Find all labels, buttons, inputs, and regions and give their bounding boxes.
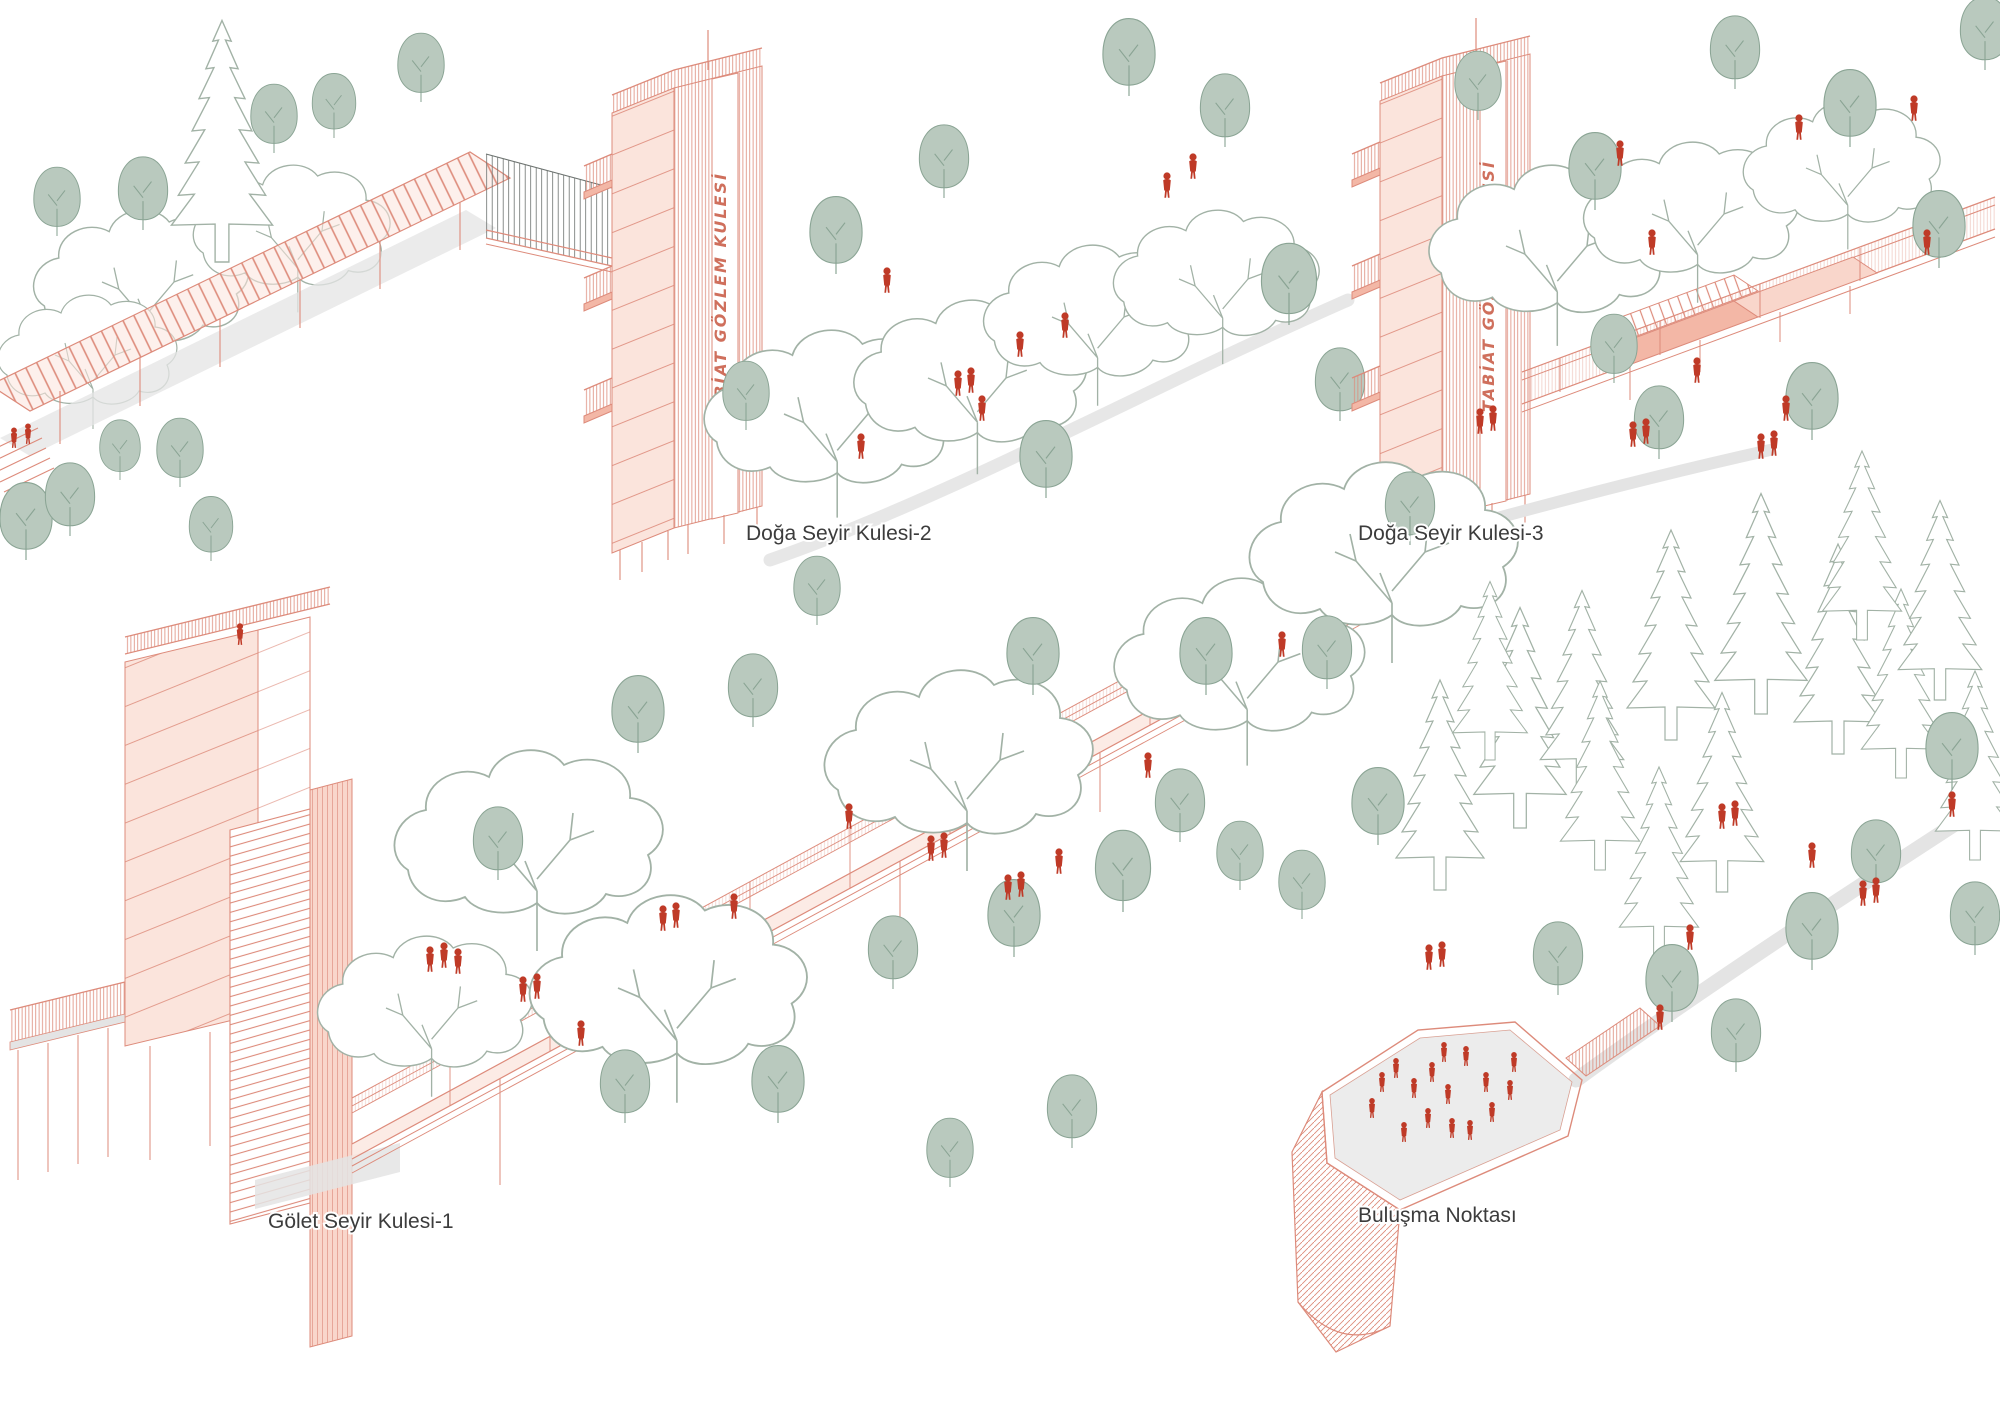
pergola-canopy xyxy=(0,151,512,493)
walkway-deck-slab xyxy=(1732,256,1879,318)
forest-path xyxy=(1484,444,1776,526)
tower-stair-stack xyxy=(230,809,310,1224)
elevated-walkway xyxy=(1521,196,1996,413)
tower-3-label: Doğa Seyir Kulesi-3 xyxy=(1358,522,1544,545)
platform-ramp xyxy=(1565,1007,1661,1077)
pergola-walkway-scene xyxy=(0,19,613,562)
tower-posts xyxy=(149,1032,211,1160)
platform-surface xyxy=(1329,1029,1573,1201)
tower-top-railing xyxy=(125,587,330,654)
bridge-cables xyxy=(486,154,612,266)
pond-tower-1-scene xyxy=(9,461,1519,1348)
nature-tower-3-scene xyxy=(1351,0,2000,569)
pergola-posts xyxy=(59,202,461,444)
walkway-posts xyxy=(1559,215,1951,392)
forest-path xyxy=(763,293,1355,567)
meeting-point-label: Buluşma Noktası xyxy=(1358,1204,1517,1227)
tower-2-label: Doğa Seyir Kulesi-2 xyxy=(746,522,932,545)
walkway-canopy xyxy=(1605,275,1758,339)
cable-bridge xyxy=(485,153,613,273)
pond-viewing-tower-1 xyxy=(9,586,400,1348)
pergola-deck xyxy=(0,210,496,456)
balcony-posts xyxy=(17,1028,109,1180)
tower-1-label: Gölet Seyir Kulesi-1 xyxy=(268,1210,454,1233)
meeting-platform xyxy=(1291,1007,1661,1353)
platform-rim xyxy=(1321,1021,1583,1211)
meeting-point-scene xyxy=(1154,450,2000,1353)
nature-tower-2-scene xyxy=(583,18,1366,581)
balcony-deck xyxy=(9,1013,126,1051)
walkway-columns xyxy=(1629,286,1851,400)
pergola-roof-beams xyxy=(0,152,510,411)
balcony-railing xyxy=(10,982,125,1042)
